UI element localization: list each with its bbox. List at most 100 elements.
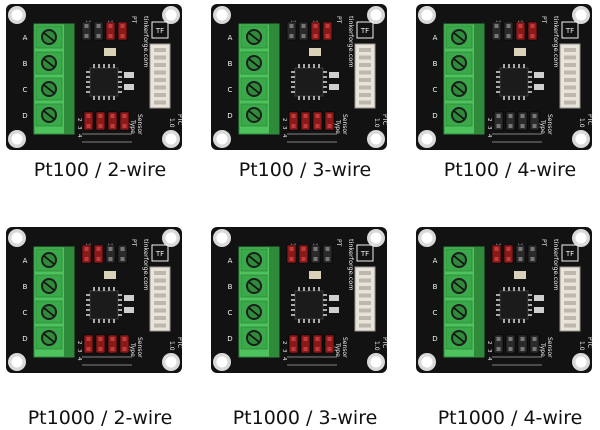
jumper-body xyxy=(288,111,299,131)
terminal-label: C xyxy=(228,86,233,94)
sensor-label: Sensor xyxy=(546,114,553,135)
ic-pin xyxy=(513,64,515,68)
ic-pin xyxy=(303,64,305,68)
ic-pin xyxy=(528,314,532,316)
jumper-bottom xyxy=(83,334,94,354)
logo-text: TF xyxy=(360,250,369,258)
header-label-bottom: 4 xyxy=(76,134,82,138)
ic-pin xyxy=(496,299,500,301)
sensor-label: Sensor xyxy=(341,114,348,135)
jumper-bottom xyxy=(517,334,528,354)
smd-part xyxy=(329,84,339,90)
header-label-bottom: 3 xyxy=(486,349,492,353)
ptc-version-label: 1.0 xyxy=(578,341,585,351)
jumper-body xyxy=(517,111,528,131)
connector-pin xyxy=(154,93,166,97)
jumper-pin xyxy=(532,124,537,128)
jumper-body xyxy=(324,334,335,354)
bricklet-connector xyxy=(354,43,376,109)
jumper-body xyxy=(322,244,333,264)
terminal-label: B xyxy=(228,283,233,291)
jumper-top xyxy=(322,244,333,264)
connector-pin xyxy=(359,323,371,328)
ic-pin xyxy=(93,96,95,100)
smd-part xyxy=(329,72,339,78)
ic-chip xyxy=(499,290,529,320)
ic-pin xyxy=(86,299,90,301)
connector-pin xyxy=(154,308,166,313)
jumper-top xyxy=(515,21,526,41)
header-label-bottom: 4 xyxy=(486,134,492,138)
jumper-pin xyxy=(325,24,330,28)
jumper-bottom xyxy=(95,111,106,131)
jumper-body xyxy=(81,244,92,264)
jumper-pin xyxy=(496,347,501,351)
ptc-label: PTC xyxy=(586,114,593,125)
jumper-pin xyxy=(530,247,535,251)
jumper-top xyxy=(117,21,128,41)
jumper-pin xyxy=(84,247,89,251)
jumper-pin xyxy=(315,347,320,351)
jumper-body xyxy=(105,244,116,264)
ic-pin xyxy=(496,309,500,311)
ic-pin xyxy=(86,71,90,73)
ic-pin xyxy=(86,304,90,306)
connector-pin xyxy=(564,63,576,67)
ic-pin xyxy=(298,96,300,100)
ic-pin xyxy=(496,86,500,88)
jumper-pin xyxy=(98,114,103,118)
ic-pin xyxy=(496,314,500,316)
smd-part xyxy=(534,307,544,313)
jumper-body xyxy=(310,244,321,264)
ic-pin xyxy=(291,86,295,88)
jumper-body xyxy=(300,334,311,354)
ic-pin xyxy=(313,287,315,291)
ic-pin xyxy=(508,96,510,100)
jumper-body xyxy=(95,111,106,131)
terminal-label: A xyxy=(23,34,28,42)
sensor-type-label: Type xyxy=(539,119,546,134)
connector-pin xyxy=(359,55,371,60)
ic-pin xyxy=(318,64,320,68)
header-label-bottom: 4 xyxy=(281,357,287,361)
jumper-pin xyxy=(325,34,330,38)
connector-pin xyxy=(154,55,166,60)
screw-slot xyxy=(43,255,55,265)
jumper-pin xyxy=(494,24,499,28)
ic-pin xyxy=(496,304,500,306)
jumper-pin xyxy=(508,337,513,341)
jumper-body xyxy=(515,21,526,41)
jumper-body xyxy=(310,21,321,41)
jumper-pin xyxy=(110,337,115,341)
jumper-pin xyxy=(289,34,294,38)
bricklet-connector xyxy=(354,266,376,332)
ic-pin xyxy=(513,96,515,100)
screw-slot xyxy=(453,32,465,42)
ic-pin xyxy=(508,287,510,291)
ic-pin xyxy=(496,294,500,296)
ic-pin xyxy=(528,299,532,301)
connector-pin xyxy=(359,70,371,75)
jumper-pin xyxy=(96,257,101,261)
connector-pin xyxy=(359,316,371,320)
ic-pin xyxy=(118,294,122,296)
ic-pin xyxy=(496,76,500,78)
smd-part xyxy=(329,307,339,313)
jumper-pin xyxy=(327,124,332,128)
jumper-pin xyxy=(520,114,525,118)
ic-pin xyxy=(528,86,532,88)
ic-pin xyxy=(313,96,315,100)
jumper-pin xyxy=(506,247,511,251)
jumper-body xyxy=(298,244,309,264)
ic-pin xyxy=(98,287,100,291)
terminal-label: B xyxy=(23,60,28,68)
jumper-pin xyxy=(327,114,332,118)
jumper-pin xyxy=(327,347,332,351)
jumper-body xyxy=(322,21,333,41)
header-label-bottom: 2 xyxy=(486,118,492,122)
ic-pin xyxy=(323,299,327,301)
jumper-pin xyxy=(122,347,127,351)
ic-pin xyxy=(298,319,300,323)
ic-pin xyxy=(291,304,295,306)
ic-pin xyxy=(113,287,115,291)
